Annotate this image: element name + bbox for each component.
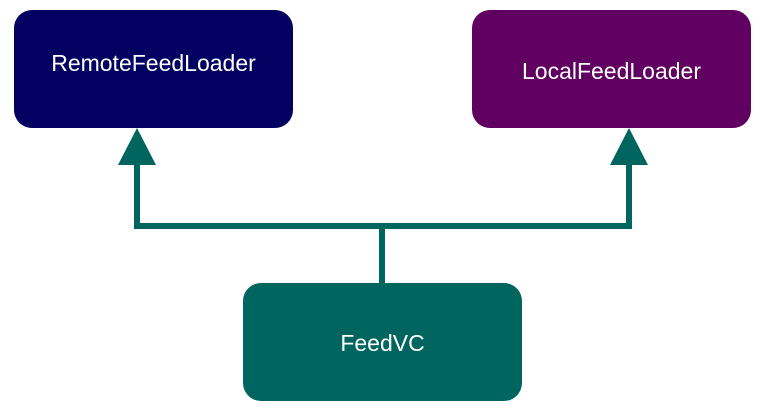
arrowhead-to-remote-feed-loader (118, 128, 156, 165)
arrowhead-to-local-feed-loader (610, 128, 648, 165)
remote-feed-loader-label: RemoteFeedLoader (51, 49, 256, 76)
local-feed-loader-label: LocalFeedLoader (521, 58, 702, 84)
feed-vc-label: FeedVC (340, 330, 425, 356)
local-feed-loader-node: LocalFeedLoader (472, 10, 751, 128)
feed-vc-node: FeedVC (243, 283, 522, 401)
remote-feed-loader-node: RemoteFeedLoader (14, 10, 293, 128)
